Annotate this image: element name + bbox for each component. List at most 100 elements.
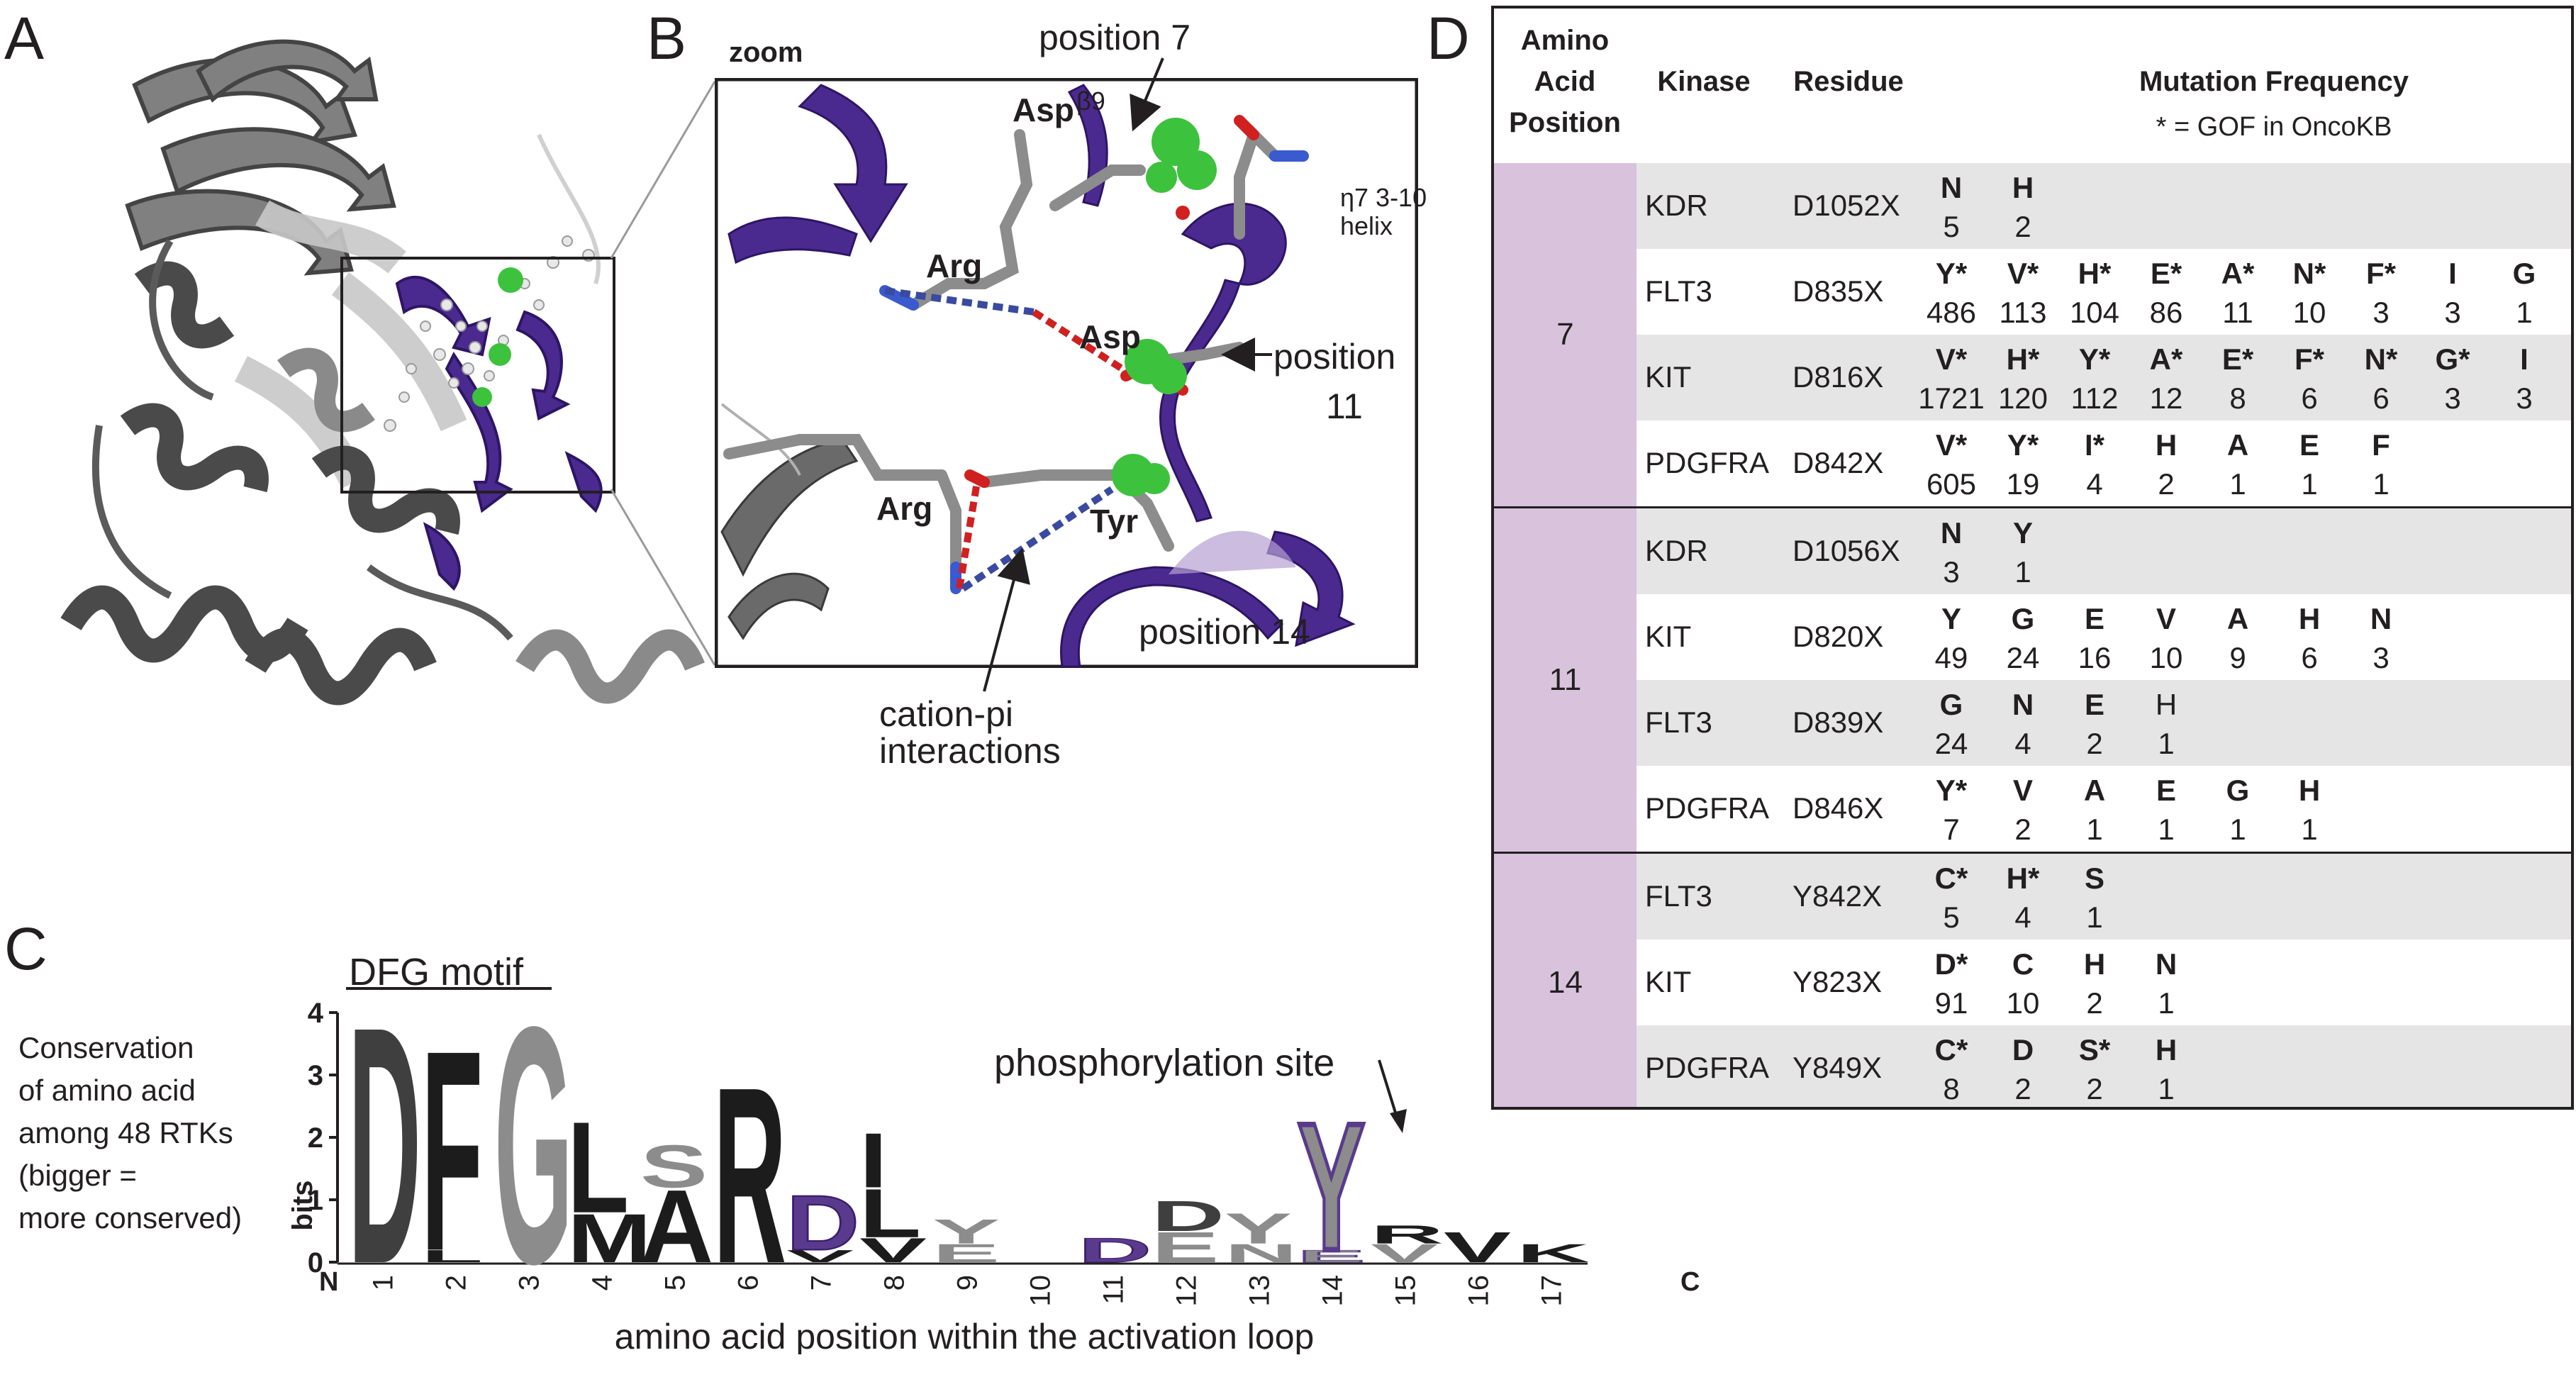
mutation-count: 6 [2301,641,2318,674]
phosphorylation-site-label: phosphorylation site [994,1042,1335,1084]
mutation-amino-acid: N* [2364,342,2398,376]
mutation-count: 10 [2292,296,2326,329]
mutation-count: 1 [2086,813,2103,846]
x-tick-label: 17 [1537,1275,1568,1307]
logo-letter-s-pos-5: S [640,1132,708,1200]
mutation-count: 1 [2229,467,2246,501]
mutation-cell: Y*7 [1909,771,1994,849]
mutation-amino-acid: Y [1941,602,1961,635]
mutation-amino-acid: G* [2435,342,2470,376]
residue-cell: Y823X [1792,965,1883,998]
residue-cell: D816X [1792,360,1884,394]
mutation-amino-acid: H [2155,428,2178,462]
mutation-amino-acid: V* [1935,342,1968,376]
mutation-count: 2 [2086,1072,2103,1105]
mutation-count: 3 [1943,555,1960,589]
mutation-count: 1 [2158,1072,2175,1105]
logo-letter-m-pos-4: M [567,1199,652,1277]
kinase-cell: PDGFRA [1645,1051,1770,1084]
mutation-cell: V*113 [1980,255,2065,333]
kinase-cell: KDR [1645,534,1708,567]
mutation-count: 1 [2014,555,2031,589]
mutation-amino-acid: Y* [2078,342,2111,376]
mutation-amino-acid: I* [2084,428,2104,462]
mutation-amino-acid: N [2370,602,2392,635]
mutation-amino-acid: E* [2221,342,2254,376]
mutation-amino-acid: H* [2006,862,2040,895]
mutation-amino-acid: A [2083,774,2106,807]
residue-cell: D1056X [1792,534,1900,567]
mutation-count: 24 [2006,641,2040,674]
mutation-amino-acid: D [2012,1033,2034,1066]
mutation-amino-acid: N [1940,516,1963,550]
mutation-count: 5 [1943,901,1960,934]
mutation-cell: H*120 [1980,340,2065,418]
residue-cell: D820X [1792,620,1884,653]
y-tick-label: 2 [308,1122,323,1154]
x-tick-label: 4 [587,1275,618,1291]
logo-letter-l-pos-2: L [421,1247,483,1266]
position-11-label-line2: 11 [1326,386,1363,426]
mutation-amino-acid: N [2012,688,2034,721]
logo-letter-f-pos-2: F [421,991,483,1311]
mutation-cell: Y*112 [2052,340,2137,418]
mutation-count: 2 [2014,1072,2031,1105]
kinase-cell: FLT3 [1645,274,1712,308]
mutation-amino-acid: N* [2292,257,2326,290]
arg-bottom-label: Arg [876,490,933,527]
header-position-line1: Amino [1520,25,1610,56]
position-14-label: position 14 [1139,612,1310,652]
mutation-count: 605 [1926,467,1977,501]
y-tick-label: 3 [308,1060,323,1091]
kinase-cell: PDGFRA [1645,446,1770,479]
mutation-count: 4 [2014,901,2031,934]
x-tick-label: 7 [806,1275,837,1291]
cation-pi-label-line1: cation-pi [879,694,1013,734]
header-position-line2: Acid [1534,66,1596,97]
logo-letter-l-pos-4: L [567,1094,629,1239]
mutation-count: 5 [1943,210,1960,243]
position-cell: 14 [1494,854,1637,1107]
c-terminus-label: C [1680,1267,1700,1297]
mutation-count: 2 [2158,467,2175,501]
y-axis-label: bits [287,1180,318,1230]
panel-b-arrows [983,57,1272,692]
logo-letter-r-pos-6: R [713,1035,786,1316]
mutation-amino-acid: D* [1934,947,1968,981]
x-tick-label: 13 [1244,1275,1276,1307]
side-text-line-3: among 48 RTKs [18,1116,233,1149]
mutation-count: 113 [1999,296,2047,329]
mutation-count: 16 [2078,641,2112,674]
mutation-amino-acid: E [2084,688,2104,721]
mutation-count: 24 [1934,727,1968,760]
y-tick-label: 1 [308,1185,323,1216]
mutation-amino-acid: F [2372,428,2390,462]
mutation-cell: N*6 [2338,340,2424,418]
mutation-amino-acid: S [2084,862,2104,895]
y-tick-label: 4 [308,998,324,1029]
zoom-structure-illustration [715,78,1418,668]
panel-label-d: D [1427,5,1470,72]
mutation-cell: N* 10 [2267,255,2352,333]
asp-top-label: Asp [1013,91,1074,128]
mutation-cell: S*2 [2052,1031,2137,1107]
residue-cell: D1052X [1792,189,1900,222]
kinase-cell: FLT3 [1645,706,1712,739]
